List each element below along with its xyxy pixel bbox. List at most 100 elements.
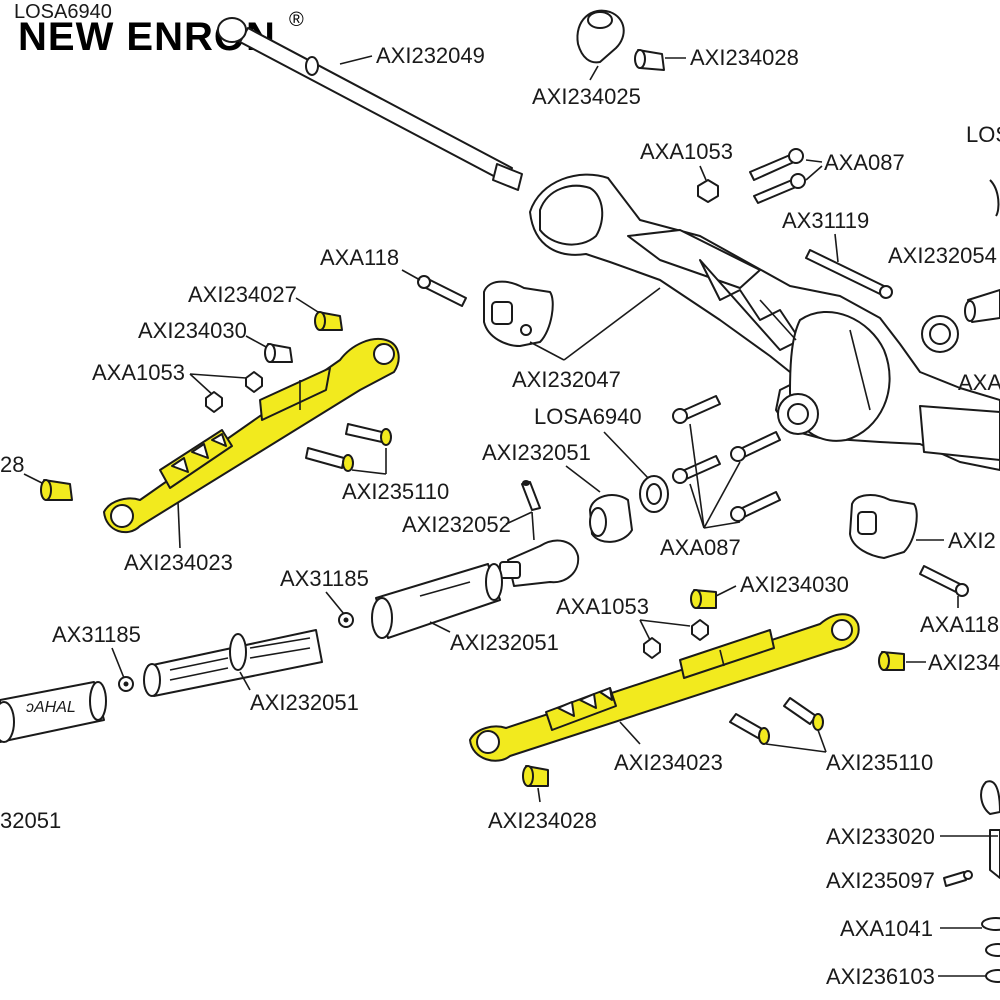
axi234028-top-bushing bbox=[634, 49, 665, 71]
right-mount-part bbox=[849, 494, 918, 559]
leader-ax31185-mid bbox=[325, 591, 345, 615]
label-axi232051-mid: AXI232051 bbox=[482, 440, 591, 465]
label-axi234023-left: AXI234023 bbox=[124, 550, 233, 575]
label-axi232049: AXI232049 bbox=[376, 43, 485, 68]
label-axa1053-top: AXA1053 bbox=[640, 139, 733, 164]
label-losa-right-cut: LOS bbox=[966, 122, 1000, 147]
leader-axi232051-lower bbox=[239, 671, 251, 691]
axa1053-mid-nut-b bbox=[643, 637, 661, 659]
axa1053-mid-nut-a bbox=[691, 619, 709, 641]
leader-axi232047-a bbox=[529, 341, 565, 361]
axi234030-right-bushing bbox=[690, 589, 717, 609]
leader-axi234025 bbox=[589, 65, 599, 81]
axa1041-ring bbox=[981, 917, 1000, 931]
driveshaft-print: ↄAHAL bbox=[26, 699, 76, 716]
label-axa1053-mid: AXA1053 bbox=[556, 594, 649, 619]
leader-ax31185-left bbox=[111, 647, 125, 679]
ax31185-left-screw bbox=[118, 676, 134, 692]
leader-axi235110-right-a bbox=[765, 743, 827, 753]
axi236103-ring-b bbox=[985, 969, 1000, 983]
label-axi233020: AXI233020 bbox=[826, 824, 935, 849]
label-axi232054: AXI232054 bbox=[888, 243, 997, 268]
label-axa087-mid: AXA087 bbox=[660, 535, 741, 560]
leader-axa1053-mid-b bbox=[639, 619, 651, 641]
label-ax31185-mid: AX31185 bbox=[280, 566, 369, 591]
axa1053-left-nut-b bbox=[205, 391, 223, 413]
leader-axi234023-left bbox=[177, 501, 181, 549]
axi232051-tube-part bbox=[371, 563, 503, 639]
axa087-mid-screws bbox=[672, 395, 781, 522]
left-driveshaft-tube: ↄAHAL bbox=[0, 681, 107, 743]
axi232054-outdrive-part bbox=[964, 179, 1000, 323]
leader-axi234030-right bbox=[715, 585, 737, 597]
axa1053-top-nut bbox=[697, 179, 719, 203]
label-losa6940-top: LOSA6940 bbox=[14, 1, 112, 23]
axi236103-ring-a bbox=[985, 943, 1000, 957]
leader-axi232051-center bbox=[429, 621, 451, 633]
label-axi232051-center: AXI232051 bbox=[450, 630, 559, 655]
axi234028-left-bushing bbox=[40, 479, 73, 501]
leader-axa087-mid-b bbox=[703, 461, 741, 529]
label-axi234028-top: AXI234028 bbox=[690, 45, 799, 70]
label-axi234030-left: AXI234030 bbox=[138, 318, 247, 343]
label-axi236103: AXI236103 bbox=[826, 964, 935, 989]
label-axa118-right: AXA118 bbox=[920, 612, 999, 637]
leader-axi234030-left bbox=[245, 335, 269, 349]
leader-axi235110-left-b bbox=[351, 469, 387, 475]
label-axi235110-right: AXI235110 bbox=[826, 750, 933, 775]
label-axi235110-left: AXI235110 bbox=[342, 479, 449, 504]
leader-axa087-mid-c bbox=[689, 483, 705, 529]
ax31119-long-screw bbox=[805, 249, 893, 299]
leader-axa087-mid-d bbox=[703, 521, 741, 529]
label-axa1041: AXA1041 bbox=[840, 916, 933, 941]
label-axi232047: AXI232047 bbox=[512, 367, 621, 392]
label-axa1053-left: AXA1053 bbox=[92, 360, 185, 385]
axi232051-cup-part bbox=[589, 494, 633, 543]
leader-axa118-left bbox=[401, 269, 421, 281]
label-axi234030-right: AXI234030 bbox=[740, 572, 849, 597]
leader-axa087-mid-a bbox=[689, 423, 705, 529]
leader-losa6940-mid bbox=[603, 431, 651, 481]
label-axi-right-cut: AXI2 bbox=[948, 528, 996, 553]
label-axa087-top: AXA087 bbox=[824, 150, 905, 175]
axi235110-left-screws bbox=[305, 423, 392, 472]
label-axi234023-right: AXI234023 bbox=[614, 750, 723, 775]
label-axi232052: AXI232052 bbox=[402, 512, 511, 537]
leader-axa1053-left-a bbox=[189, 373, 247, 379]
leader-axi232051-mid bbox=[565, 465, 601, 493]
axi233020-part bbox=[980, 780, 1000, 879]
axa1053-left-nut-a bbox=[245, 371, 263, 393]
label-left-cut-28: 28 bbox=[0, 452, 24, 477]
axi234028-bottom-bushing bbox=[522, 765, 549, 787]
leader-axi234027 bbox=[295, 297, 319, 313]
axi232051-splined-shaft bbox=[143, 629, 323, 697]
axi234023-left-link bbox=[103, 338, 400, 534]
label-ax31119: AX31119 bbox=[782, 208, 869, 233]
axa118-right-screw bbox=[919, 565, 969, 597]
label-axa-right-cut: AXA bbox=[958, 370, 1000, 395]
label-ax31185-left: AX31185 bbox=[52, 622, 141, 647]
label-axi234-right-cut: AXI234 bbox=[928, 650, 1000, 675]
axi234-right-bushing bbox=[878, 651, 905, 671]
leader-axa1053-top bbox=[699, 165, 707, 181]
leader-ax31119 bbox=[834, 233, 839, 263]
leader-axa1053-mid-a bbox=[639, 619, 691, 627]
label-axi234028-bottom: AXI234028 bbox=[488, 808, 597, 833]
axi232052-pin-part bbox=[521, 480, 541, 511]
leader-axi235110-right-b bbox=[817, 729, 827, 753]
leader-axi232049 bbox=[339, 55, 373, 65]
label-left-cut-32051: 32051 bbox=[0, 808, 61, 833]
axi234023-right-link bbox=[469, 613, 860, 762]
axle-housing-part bbox=[529, 173, 1000, 471]
label-axi234025: AXI234025 bbox=[532, 84, 641, 109]
axi232049-shaft-part bbox=[217, 17, 523, 191]
axi234030-left-bushing bbox=[264, 343, 293, 363]
label-losa6940-mid: LOSA6940 bbox=[534, 404, 642, 429]
axi234027-bushing bbox=[314, 311, 343, 331]
leader-axi234023-right bbox=[619, 721, 641, 745]
registered-mark: ® bbox=[289, 9, 304, 31]
leader-axa1053-left-b bbox=[189, 373, 215, 397]
axi235097-screw bbox=[943, 870, 973, 887]
leader-axa087-top-b bbox=[805, 165, 823, 181]
